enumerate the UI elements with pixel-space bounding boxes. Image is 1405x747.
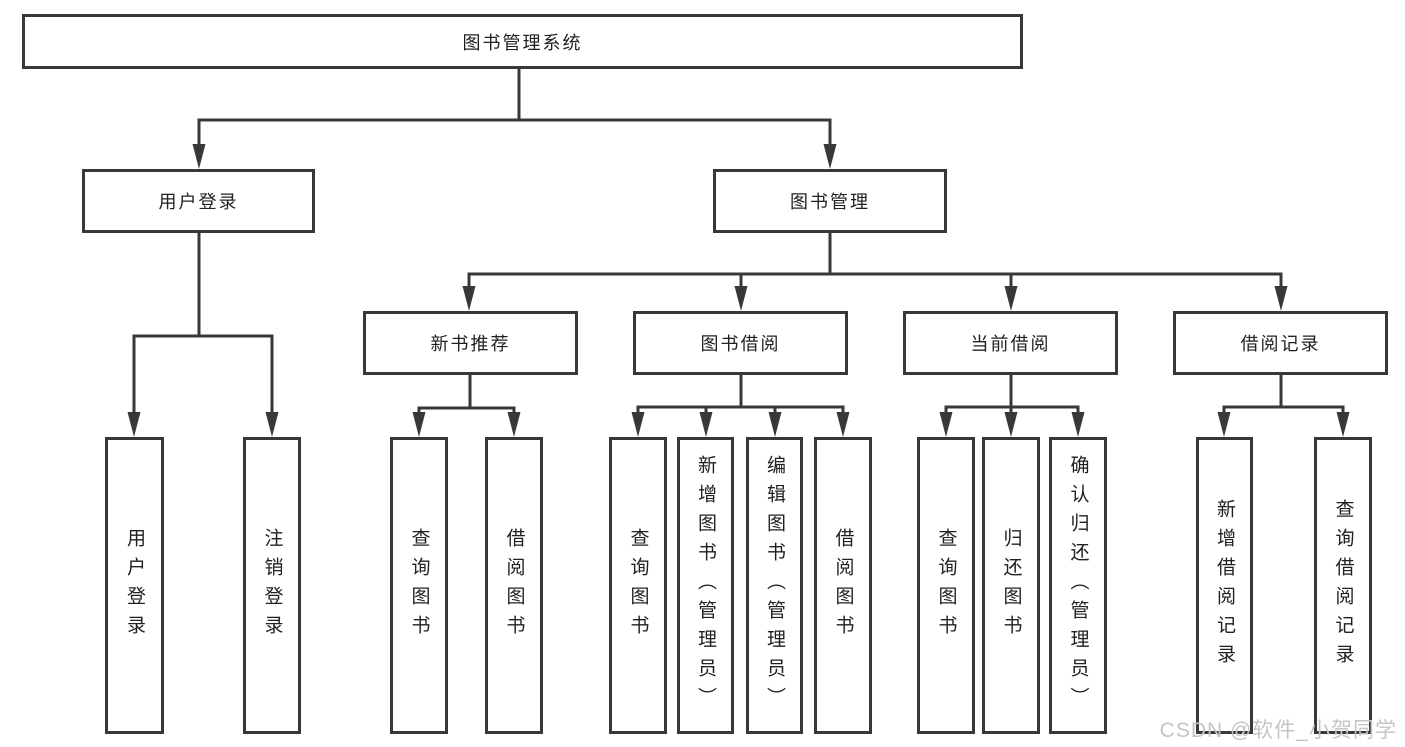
node-user-login: 用户登录 [82, 169, 315, 233]
node-current-borrow-label: 当前借阅 [970, 334, 1051, 354]
arrowhead-mgmt [823, 144, 837, 169]
arrowhead-d2 [1004, 412, 1018, 437]
connector-borrow-c3 [739, 375, 777, 418]
arrowhead-a1 [127, 412, 141, 437]
watermark: CSDN @软件_小贺同学 [1159, 719, 1397, 742]
arrowhead-c3 [768, 412, 782, 437]
leaf-query-book-recommend: 查询图书 [390, 437, 448, 734]
connector-newbook-b2 [468, 375, 516, 418]
leaf-query-book-borrow: 查询图书 [609, 437, 667, 734]
leaf-confirm-return-admin: 确认归还（管理员） [1049, 437, 1107, 734]
node-current-borrow: 当前借阅 [903, 311, 1118, 375]
connector-record-e2 [1279, 375, 1345, 418]
leaf-query-book-borrow-label: 查询图书 [627, 527, 649, 644]
node-book-management-label: 图书管理 [790, 192, 870, 212]
arrowhead-d3 [1071, 412, 1085, 437]
arrowhead-b2 [507, 412, 521, 437]
connector-borrow-c4 [739, 375, 845, 418]
connector-newbook-b1 [417, 375, 472, 418]
arrowhead-borrow [734, 286, 748, 311]
leaf-borrow-book-label: 借阅图书 [832, 527, 854, 644]
connector-record-e1 [1222, 375, 1283, 418]
leaf-logout-label: 注销登录 [261, 527, 283, 644]
arrowhead-record [1274, 286, 1288, 311]
leaf-logout: 注销登录 [243, 437, 301, 734]
node-library-system: 图书管理系统 [22, 14, 1023, 69]
arrowhead-e2 [1336, 412, 1350, 437]
node-book-borrow-label: 图书借阅 [700, 334, 781, 354]
connector-mgmt-newbook [467, 233, 832, 292]
leaf-confirm-return-admin-label: 确认归还（管理员） [1067, 455, 1089, 716]
leaf-add-book-admin-label: 新增图书（管理员） [695, 455, 716, 716]
arrowhead-d1 [939, 412, 953, 437]
leaf-borrow-book-recommend: 借阅图书 [485, 437, 543, 734]
leaf-add-borrow-record-label: 新增借阅记录 [1214, 498, 1235, 673]
leaf-add-book-admin: 新增图书（管理员） [677, 437, 734, 734]
leaf-user-login-label: 用户登录 [124, 527, 145, 644]
connector-login-a1 [132, 233, 201, 418]
node-borrow-record-label: 借阅记录 [1240, 334, 1321, 354]
node-new-book-recommend: 新书推荐 [363, 311, 578, 375]
connector-mgmt-borrow [739, 233, 832, 292]
leaf-query-borrow-record-label: 查询借阅记录 [1332, 498, 1354, 673]
leaf-add-borrow-record: 新增借阅记录 [1196, 437, 1253, 734]
arrowhead-b1 [412, 412, 426, 437]
leaf-query-book-current-label: 查询图书 [935, 527, 957, 644]
leaf-query-borrow-record: 查询借阅记录 [1314, 437, 1372, 734]
node-book-management: 图书管理 [713, 169, 947, 233]
node-borrow-record: 借阅记录 [1173, 311, 1388, 375]
arrowhead-login [192, 144, 206, 169]
connector-login-a2 [197, 233, 274, 418]
connector-mgmt-current [828, 233, 1013, 292]
connector-current-d3 [1009, 375, 1080, 418]
leaf-edit-book-admin: 编辑图书（管理员） [746, 437, 803, 734]
connector-borrow-c1 [636, 375, 743, 418]
node-book-borrow: 图书借阅 [633, 311, 848, 375]
arrowhead-c1 [631, 412, 645, 437]
leaf-query-book-current: 查询图书 [917, 437, 975, 734]
node-library-system-label: 图书管理系统 [462, 32, 583, 53]
arrowhead-newbook [462, 286, 476, 311]
arrowhead-e1 [1217, 412, 1231, 437]
node-user-login-label: 用户登录 [158, 192, 239, 212]
arrowhead-a2 [265, 412, 279, 437]
leaf-return-book-label: 归还图书 [1000, 527, 1022, 644]
arrowhead-c2 [699, 412, 713, 437]
connector-current-d1 [944, 375, 1013, 418]
connector-root-mgmt [517, 69, 832, 150]
leaf-borrow-book-recommend-label: 借阅图书 [503, 527, 525, 644]
connector-mgmt-record [828, 233, 1283, 292]
leaf-borrow-book: 借阅图书 [814, 437, 872, 734]
arrowhead-current [1004, 286, 1018, 311]
leaf-return-book: 归还图书 [982, 437, 1040, 734]
leaf-user-login: 用户登录 [105, 437, 164, 734]
node-new-book-recommend-label: 新书推荐 [430, 334, 511, 354]
leaf-query-book-recommend-label: 查询图书 [408, 527, 430, 644]
arrowhead-c4 [836, 412, 850, 437]
leaf-edit-book-admin-label: 编辑图书（管理员） [764, 455, 785, 716]
connector-root-login [197, 69, 521, 150]
connector-borrow-c2 [704, 375, 743, 418]
